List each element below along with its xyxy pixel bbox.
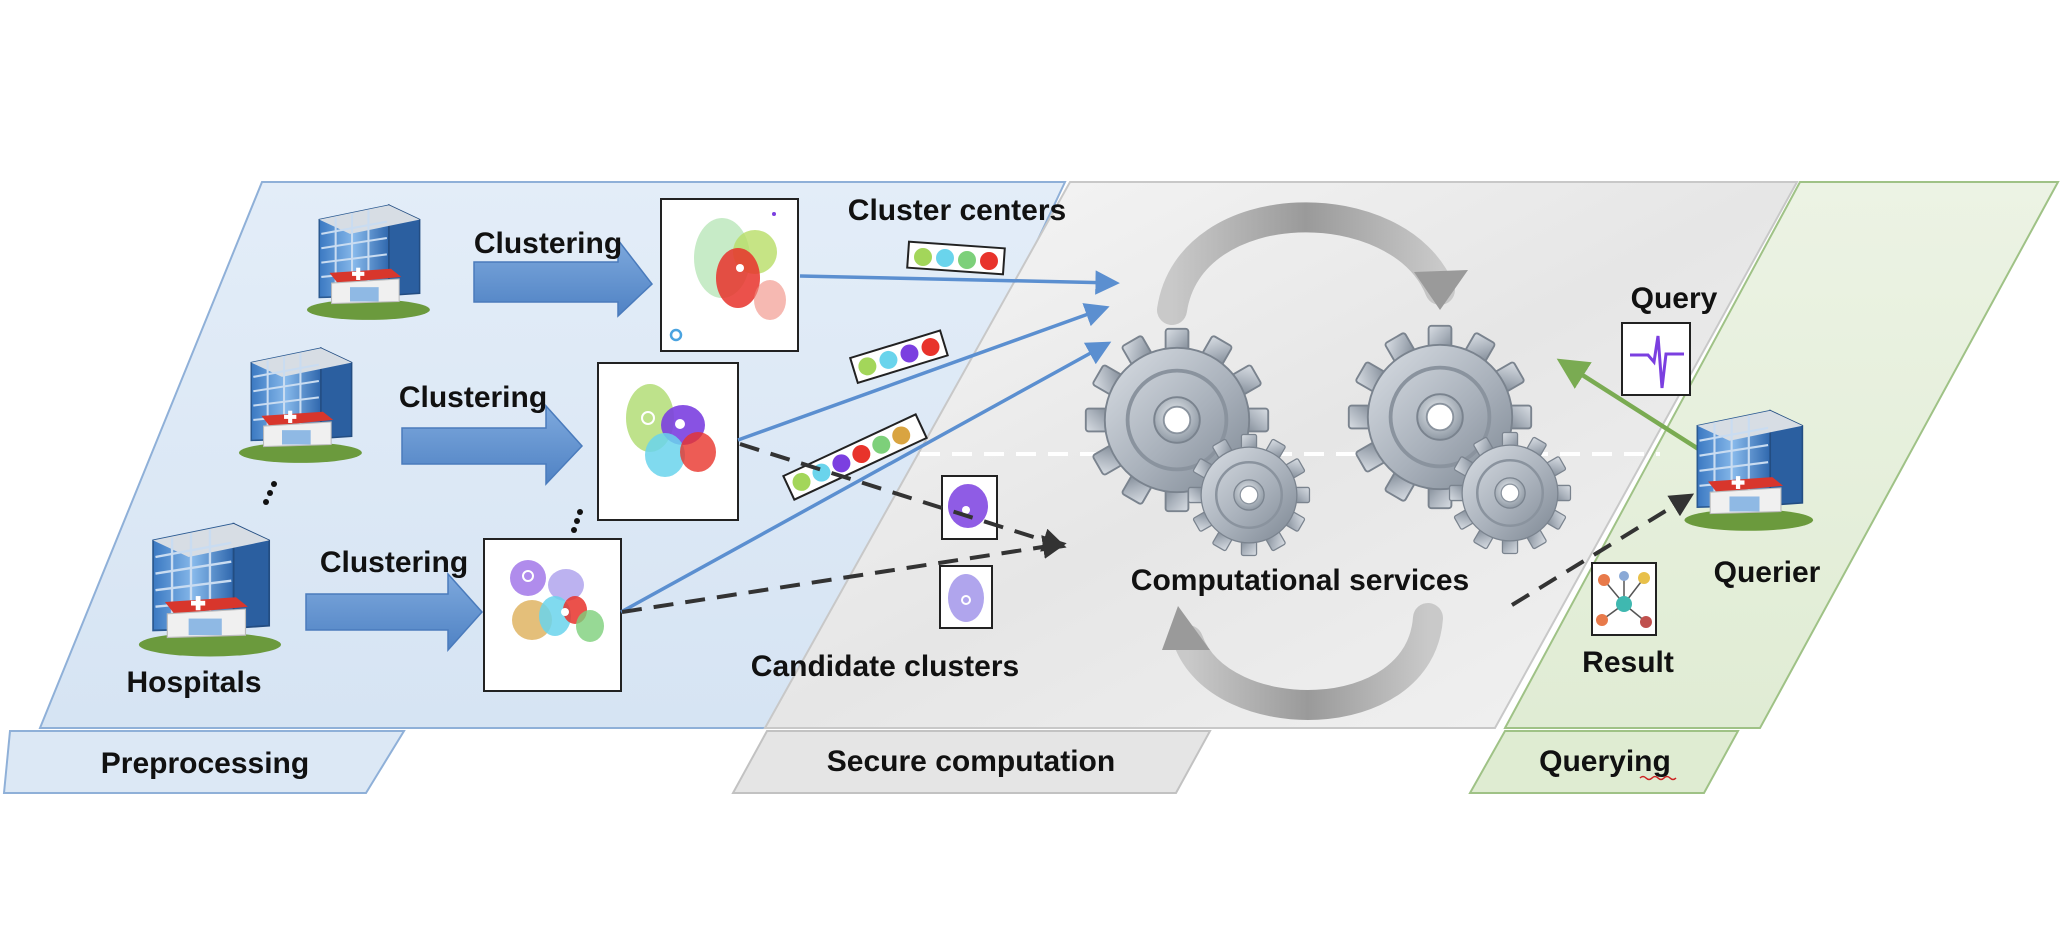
clustering-label-3: Clustering: [320, 546, 468, 579]
clustering-label-1: Clustering: [474, 227, 622, 260]
stage-label-secure-computation: Secure computation: [827, 745, 1115, 778]
candidate-cluster-2: [939, 565, 993, 629]
stage-label-querying: Querying: [1539, 745, 1671, 778]
hospitals-label: Hospitals: [126, 666, 261, 699]
cluster-plot-1: [660, 198, 799, 352]
cluster-centers-token-1: [906, 240, 1006, 276]
center-arrow-2: [737, 303, 1110, 442]
candidate-arrow-1: [739, 442, 1067, 552]
cycle-arrow-bottom: [1173, 603, 1443, 720]
cluster-plot-3: [483, 538, 622, 692]
querier-label: Querier: [1714, 556, 1821, 589]
hospital-icon-2: [237, 347, 363, 464]
clustering-arrow-2: [401, 404, 584, 486]
query-signal-icon: [1621, 322, 1691, 396]
querying-tab: [1468, 730, 1740, 794]
clustering-arrow-1: [473, 237, 654, 318]
hospital-icon-3: [137, 522, 283, 658]
center-arrow-1: [799, 270, 1120, 295]
result-network-icon: [1591, 562, 1657, 636]
querier-hospital-icon: [1683, 409, 1815, 532]
result-label: Result: [1582, 646, 1674, 679]
cycle-arrowhead-bottom: [1162, 606, 1210, 650]
center-arrow-3: [620, 341, 1112, 614]
result-arrow: [1510, 493, 1695, 607]
clustering-label-2: Clustering: [399, 381, 547, 414]
query-arrow: [1556, 358, 1702, 452]
preprocessing-tab: [2, 730, 406, 794]
candidate-cluster-1: [941, 475, 998, 540]
cluster-centers-label: Cluster centers: [848, 194, 1066, 227]
clustering-arrow-3: [305, 572, 484, 652]
cluster-plot-2: [597, 362, 739, 521]
hospital-icon-1: [305, 204, 431, 321]
query-label: Query: [1631, 282, 1718, 315]
computational-services-label: Computational services: [1131, 564, 1469, 597]
cycle-arrowhead-top: [1414, 270, 1468, 310]
cycle-arrow-top: [1157, 202, 1455, 325]
cluster-centers-token-3: [782, 413, 928, 501]
candidate-arrow-2: [621, 535, 1067, 614]
cluster-centers-token-2: [848, 329, 949, 385]
ellipsis-dots-left: [263, 481, 277, 505]
stage-label-preprocessing: Preprocessing: [101, 747, 309, 780]
ellipsis-dots-plots: [571, 509, 583, 533]
spellcheck-underline: [1639, 775, 1677, 781]
candidate-clusters-label: Candidate clusters: [751, 650, 1019, 683]
secure-computation-tab: [731, 730, 1212, 794]
